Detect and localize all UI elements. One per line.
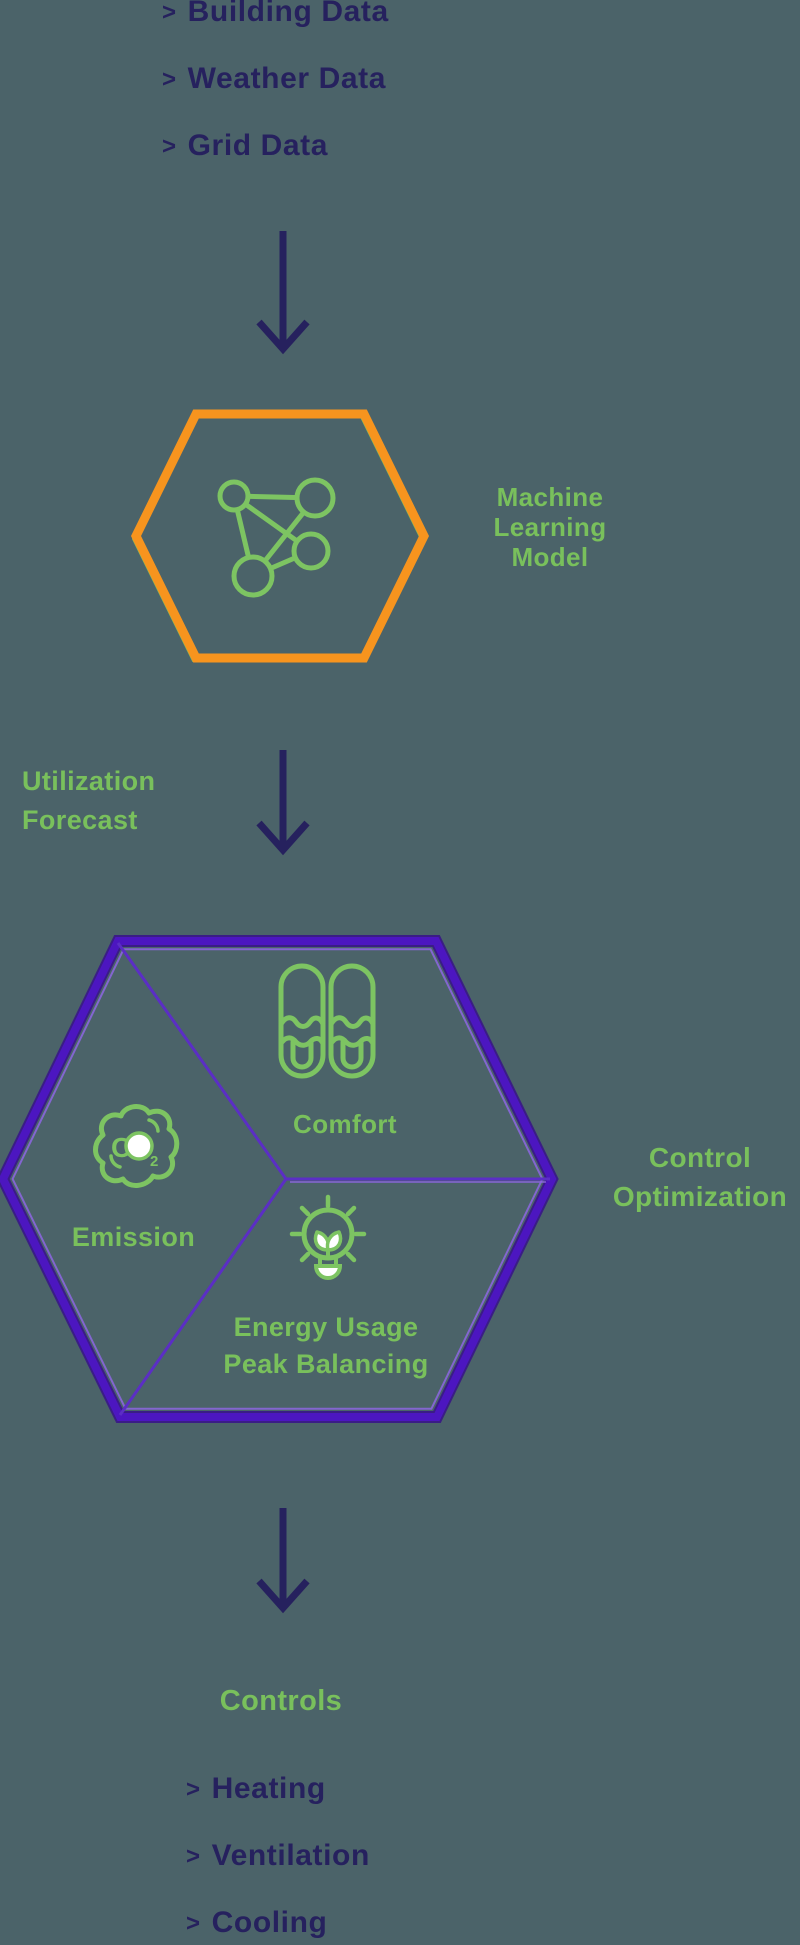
list-item-cooling: > Cooling [186, 1906, 370, 1940]
machine-learning-hexagon [130, 409, 430, 663]
controls-title: Controls [219, 1685, 343, 1717]
comfort-label: Comfort [293, 1109, 397, 1139]
list-item-label: Ventilation [211, 1839, 370, 1872]
hexagon-orange-border [130, 409, 430, 663]
list-item-label: Weather Data [187, 62, 387, 95]
chevron-right-icon: > [162, 66, 177, 93]
input-data-list: > Building Data > Weather Data > Grid Da… [162, 0, 389, 196]
slippers-icon [278, 963, 376, 1079]
chevron-right-icon: > [186, 1776, 201, 1803]
chevron-right-icon: > [162, 0, 177, 26]
down-arrow-icon [256, 1508, 310, 1614]
control-optimization-hexagon [0, 935, 559, 1423]
controls-list: > Heating > Ventilation > Cooling [186, 1772, 370, 1945]
list-item-label: Building Data [187, 0, 389, 28]
eco-lightbulb-icon [289, 1194, 367, 1280]
down-arrow-icon [256, 750, 310, 856]
list-item-label: Cooling [211, 1906, 328, 1939]
chevron-right-icon: > [162, 133, 177, 160]
energy-usage-peak-balancing-label: Energy Usage Peak Balancing [214, 1309, 438, 1383]
co2-cloud-icon: C 2 [93, 1104, 180, 1188]
chevron-right-icon: > [186, 1910, 201, 1937]
chevron-right-icon: > [186, 1843, 201, 1870]
control-optimization-label: Control Optimization [600, 1138, 800, 1216]
label-line: Optimization [612, 1181, 788, 1212]
hexagon-purple-border [0, 937, 557, 1421]
label-line: Learning [493, 512, 607, 542]
label-line: Peak Balancing [223, 1349, 429, 1379]
label-line: Model [511, 542, 589, 572]
neural-network-icon [217, 477, 336, 598]
list-item-label: Heating [211, 1772, 326, 1805]
machine-learning-model-label: Machine Learning Model [450, 482, 650, 572]
utilization-forecast-label: Utilization Forecast [22, 762, 155, 840]
list-item-ventilation: > Ventilation [186, 1839, 370, 1873]
svg-text:2: 2 [150, 1153, 158, 1170]
down-arrow-icon [256, 231, 310, 355]
list-item-grid-data: > Grid Data [162, 129, 389, 163]
label-line: Energy Usage [233, 1312, 419, 1342]
label-line: Control [648, 1142, 752, 1173]
label-line: Machine [496, 482, 604, 512]
emission-label: Emission [71, 1222, 196, 1252]
label-line: Forecast [22, 805, 138, 835]
list-item-heating: > Heating [186, 1772, 370, 1806]
list-item-label: Grid Data [187, 129, 329, 162]
label-line: Utilization [22, 766, 156, 796]
list-item-building-data: > Building Data [162, 0, 389, 29]
list-item-weather-data: > Weather Data [162, 62, 389, 96]
section-divider-lines [116, 942, 550, 1416]
hexagon-inner-highlight [11, 948, 544, 1410]
